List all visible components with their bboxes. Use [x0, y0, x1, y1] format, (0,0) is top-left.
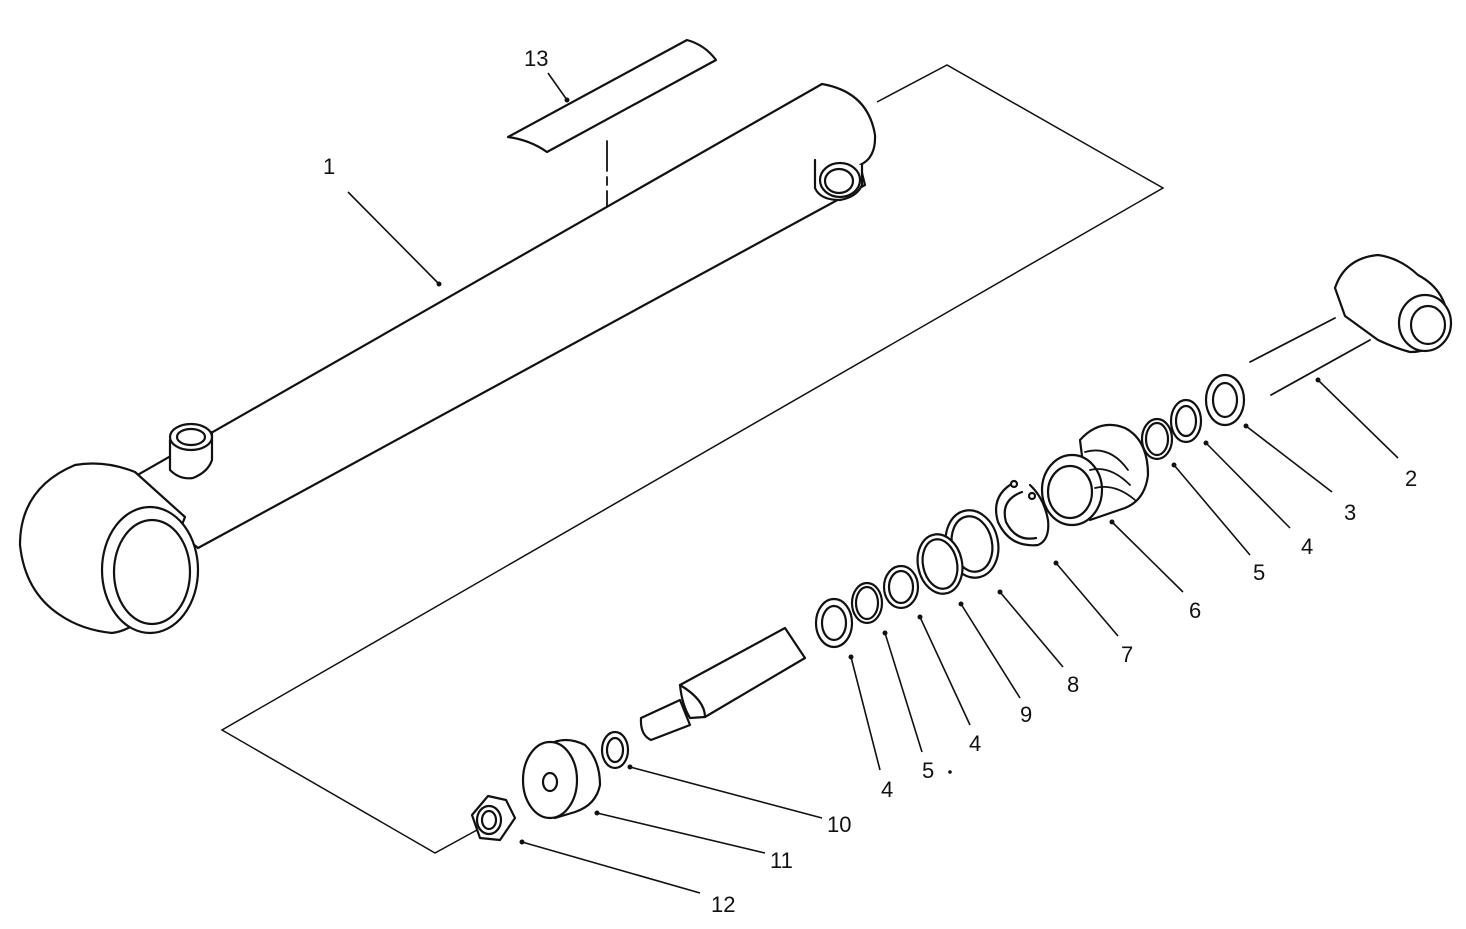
- explode-frame-outline: [220, 64, 1165, 854]
- part-4-backup-ring-mid: [882, 564, 920, 610]
- callout-labels: 1 13 2 3 4 5 6 7 8 9 4 5 4 10 11 12: [323, 46, 1417, 917]
- part-12-hex-nut: [470, 794, 517, 842]
- part-11-piston: [521, 738, 602, 820]
- part-10-o-ring: [600, 730, 630, 770]
- callout-1: 1: [323, 154, 335, 179]
- leader-lines: [347, 72, 1399, 894]
- part-5-o-ring-lower: [850, 581, 884, 625]
- callout-10: 10: [827, 812, 851, 837]
- callout-3: 3: [1344, 500, 1356, 525]
- part-7-snap-ring: [994, 479, 1050, 547]
- part-9-piston-seal: [916, 533, 964, 595]
- callout-8: 8: [1067, 672, 1079, 697]
- part-2-piston-rod: [639, 253, 1453, 742]
- callout-7: 7: [1121, 642, 1133, 667]
- part-3-wiper: [1204, 373, 1246, 427]
- part-6-gland: [1040, 423, 1150, 527]
- callout-4-upper: 4: [1301, 534, 1313, 559]
- callout-4-lower: 4: [881, 777, 893, 802]
- callout-4-mid: 4: [969, 731, 981, 756]
- callout-2: 2: [1405, 466, 1417, 491]
- callout-5-lower: 5: [922, 758, 934, 783]
- part-5-o-ring-upper: [1140, 417, 1174, 461]
- part-4-backup-ring-lower: [814, 597, 854, 649]
- callout-9: 9: [1020, 702, 1032, 727]
- callout-6: 6: [1189, 598, 1201, 623]
- callout-13: 13: [524, 46, 548, 71]
- callout-5-upper: 5: [1253, 560, 1265, 585]
- part-4-backup-ring-upper: [1169, 398, 1203, 444]
- callout-11: 11: [770, 848, 793, 873]
- part-1-cylinder-barrel: [18, 82, 877, 635]
- callout-12: 12: [711, 892, 735, 917]
